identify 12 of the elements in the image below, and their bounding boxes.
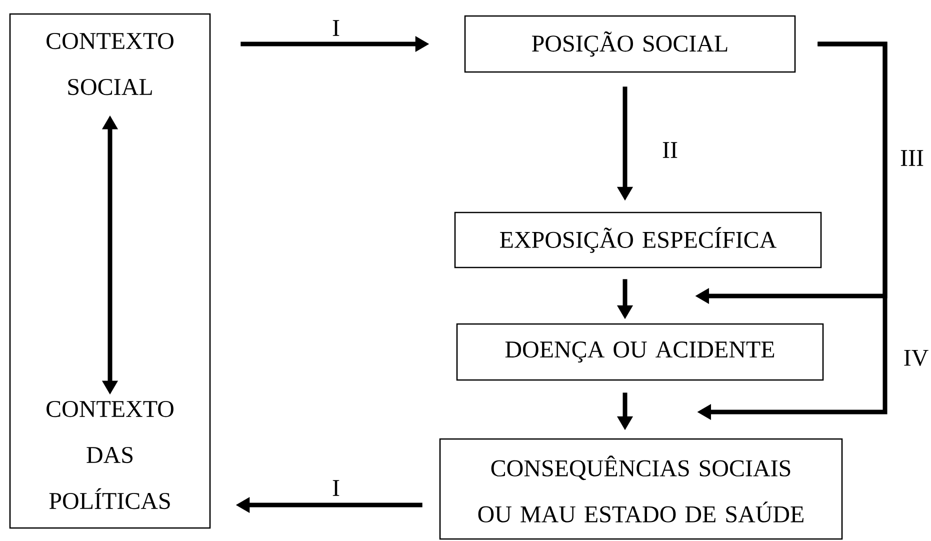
process-box: POSIÇÃO SOCIAL	[464, 15, 796, 73]
process-box: CONSEQUÊNCIAS SOCIAIS OU MAU ESTADO DE SAÚDE	[439, 438, 843, 540]
process-box: DOENÇA OU ACIDENTE	[456, 323, 824, 381]
edge-label: IV	[902, 348, 930, 368]
context-box	[9, 13, 211, 529]
edge-label: III	[899, 149, 925, 167]
edge-label: I	[331, 479, 341, 497]
edge-label: II	[661, 141, 679, 159]
context-label: CONTEXTO DAS POLÍTICAS	[46, 400, 174, 510]
process-box: EXPOSIÇÃO ESPECÍFICA	[454, 212, 822, 268]
edge-label: I	[331, 19, 341, 37]
context-label: CONTEXTO SOCIAL	[46, 32, 174, 96]
